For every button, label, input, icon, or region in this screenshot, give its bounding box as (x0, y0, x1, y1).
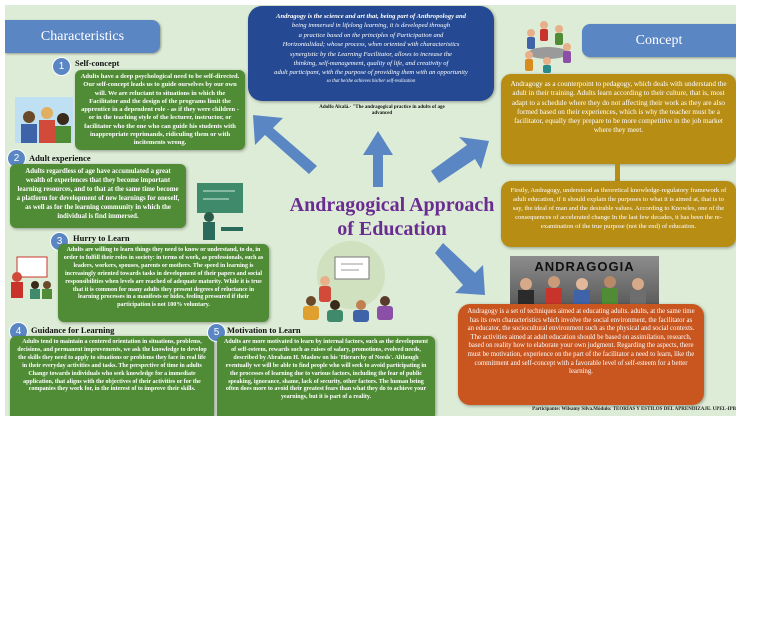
definition-line-6: thinking, self-management, quality of li… (293, 60, 449, 68)
concept-box-1: Andragogy as a counterpoint to pedagogy,… (501, 74, 736, 164)
concept-box-1-text: Andragogy as a counterpoint to pedagogy,… (510, 80, 727, 135)
definition-line-2: being immersed in lifelong learning, it … (291, 22, 451, 30)
concept-box-3: Andragogy is a set of techniques aimed a… (458, 304, 704, 405)
concept-box-3-text: Andragogy is a set of techniques aimed a… (467, 308, 695, 376)
definition-box: Andragogy is the science and art that, b… (248, 6, 494, 101)
characteristics-tab: Characteristics (5, 20, 160, 53)
concept-tab-label: Concept (635, 32, 683, 48)
heading-hurry-to-learn: Hurry to Learn (73, 233, 130, 243)
andragogia-image: ANDRAGOGIA (510, 256, 659, 306)
arrow-up-left (253, 115, 317, 180)
number-4: 4 (15, 326, 22, 337)
definition-line-7: adult participant, with the purpose of p… (274, 69, 468, 77)
self-concept-text: Adults have a deep psychological need to… (80, 73, 240, 147)
arrow-up-right (431, 137, 489, 183)
arrow-down-right (435, 243, 485, 295)
infographic-canvas: Characteristics Andragogy is the science… (5, 5, 736, 416)
number-5: 5 (213, 327, 220, 338)
center-title: Andragogical Approach of Education (277, 193, 507, 241)
definition-line-8: so that he/she achieves his/her self-rea… (326, 78, 416, 84)
team-meeting-icon (525, 21, 571, 73)
concept-box-2: Firstly, Andragogy, understood as theore… (501, 181, 736, 247)
characteristics-tab-label: Characteristics (40, 28, 125, 44)
title-line-1: Andragogical Approach (289, 194, 495, 216)
students-icon (15, 97, 73, 143)
motivation-text: Adults are more motivated to learn by in… (224, 339, 428, 401)
guidance-box: Adults tend to maintain a centered orien… (10, 336, 214, 416)
number-1: 1 (58, 61, 65, 72)
heading-adult-experience: Adult experience (29, 153, 91, 163)
number-badge-1: 1 (52, 57, 71, 76)
motivation-box: Adults are more motivated to learn by in… (217, 336, 435, 416)
concept-box-2-text: Firstly, Andragogy, understood as theore… (510, 187, 727, 231)
definition-line-4: Horizontalidad; whose process, when orie… (282, 41, 460, 49)
citation-line-2: advanced (371, 111, 393, 116)
arrow-up (363, 131, 393, 187)
footer-credit: Participante: Wilsamy Silva.Módulo: TEOR… (532, 407, 736, 412)
number-2: 2 (13, 153, 20, 164)
direction-arrows (253, 115, 489, 295)
definition-citation: Adolfo Alcalá.- "The andragogical practi… (287, 105, 477, 117)
classroom-illustration (303, 241, 393, 322)
guidance-text: Adults tend to maintain a centered orien… (17, 339, 207, 393)
adult-experience-box: Adults regardless of age have accumulate… (10, 164, 186, 228)
connector-bar (615, 164, 620, 181)
teacher-board-icon (197, 183, 243, 240)
self-concept-box: Adults have a deep psychological need to… (75, 70, 245, 150)
hurry-to-learn-box: Adults are willing to learn things they … (58, 244, 269, 322)
andragogia-label: ANDRAGOGIA (534, 259, 635, 274)
concept-tab: Concept (582, 24, 736, 57)
adult-experience-text: Adults regardless of age have accumulate… (16, 168, 180, 220)
citation-line-1: Adolfo Alcalá.- "The andragogical practi… (319, 105, 445, 110)
definition-line-3: a practice based on the principles of Pa… (298, 31, 444, 39)
definition-line-5: synergistic by the Learning Facilitator,… (290, 50, 452, 58)
definition-line-1: Andragogy is the science and art that, b… (276, 13, 466, 20)
adults-group-icon (518, 276, 646, 306)
heading-self-concept: Self-concept (75, 58, 120, 68)
heading-motivation-to-learn: Motivation to Learn (227, 325, 301, 335)
number-3: 3 (56, 236, 63, 247)
hurry-to-learn-text: Adults are willing to learn things they … (63, 247, 264, 309)
title-line-2: of Education (337, 218, 447, 240)
presentation-icon (11, 256, 52, 299)
heading-guidance-for-learning: Guidance for Learning (31, 325, 115, 335)
